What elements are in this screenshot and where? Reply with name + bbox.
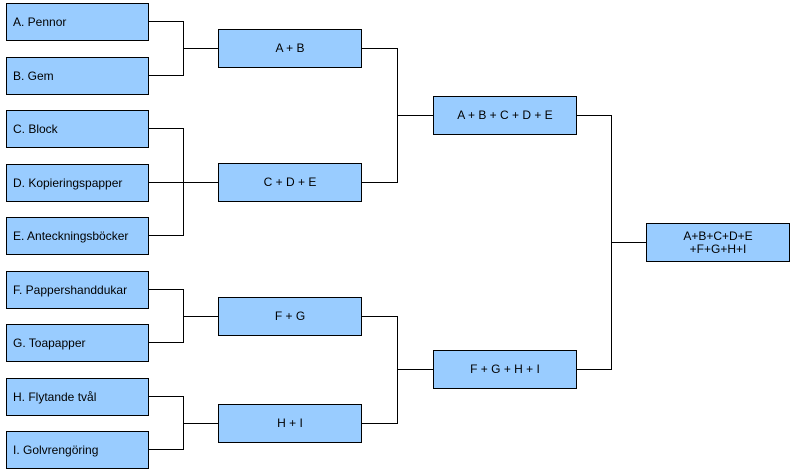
group-abcde-label: A + B + C + D + E xyxy=(457,108,553,122)
item-e-box: E. Anteckningsböcker xyxy=(6,217,149,255)
group-fghi-box: F + G + H + I xyxy=(433,350,577,389)
connector-fg xyxy=(148,289,219,343)
item-c-box: C. Block xyxy=(6,110,149,148)
item-i-box: I. Golvrengöring xyxy=(6,431,149,469)
group-fg-label: F + G xyxy=(274,309,306,323)
item-c-label: C. Block xyxy=(13,121,58,136)
item-f-box: F. Pappershanddukar xyxy=(6,271,149,309)
connector-hi xyxy=(148,396,219,450)
item-e-label: E. Anteckningsböcker xyxy=(13,228,129,243)
connector-abcde xyxy=(362,48,434,183)
group-hi-box: H + I xyxy=(218,404,362,443)
connector-cde xyxy=(148,128,219,236)
item-g-label: G. Toapapper xyxy=(13,335,86,350)
connector-ab xyxy=(148,21,219,76)
group-cde-box: C + D + E xyxy=(218,163,362,202)
item-h-label: H. Flytande tvål xyxy=(13,389,97,404)
item-i-label: I. Golvrengöring xyxy=(13,442,99,457)
item-d-label: D. Kopieringspapper xyxy=(13,175,123,190)
item-a-label: A. Pennor xyxy=(13,14,67,29)
item-g-box: G. Toapapper xyxy=(6,324,149,362)
final-total-box: A+B+C+D+E +F+G+H+I xyxy=(646,223,790,262)
group-ab-box: A + B xyxy=(218,29,362,68)
group-fghi-label: F + G + H + I xyxy=(470,362,540,376)
item-h-box: H. Flytande tvål xyxy=(6,378,149,416)
connector-fghi xyxy=(362,316,434,424)
item-b-label: B. Gem xyxy=(13,68,54,83)
group-ab-label: A + B xyxy=(275,41,305,55)
item-a-box: A. Pennor xyxy=(6,3,149,41)
connector-final xyxy=(577,115,647,370)
item-b-box: B. Gem xyxy=(6,57,149,95)
group-cde-label: C + D + E xyxy=(263,175,317,189)
final-total-line1: A+B+C+D+E xyxy=(683,228,753,243)
item-f-label: F. Pappershanddukar xyxy=(13,282,128,297)
group-abcde-box: A + B + C + D + E xyxy=(433,96,577,135)
group-fg-box: F + G xyxy=(218,297,362,336)
item-d-box: D. Kopieringspapper xyxy=(6,164,149,202)
group-hi-label: H + I xyxy=(277,416,303,430)
final-total-line2: +F+G+H+I xyxy=(689,241,747,256)
